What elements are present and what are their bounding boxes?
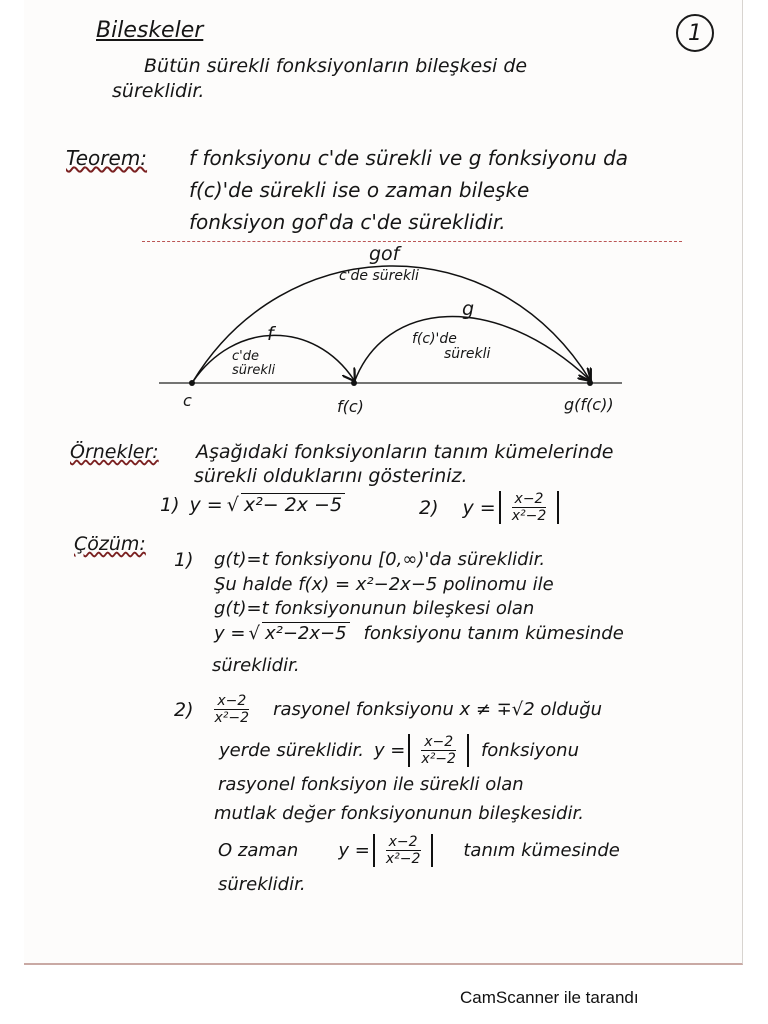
note-g-1: f(c)'de xyxy=(412,331,457,347)
example-1: 1) y = √x²− 2x −5 xyxy=(160,493,346,516)
note-g-2: sürekli xyxy=(444,346,491,362)
sqrt-icon: √ xyxy=(226,493,239,516)
solution-1-number: 1) xyxy=(174,549,194,571)
solution-1-line-5: süreklidir. xyxy=(212,655,300,676)
solution-2-line-5-rest: tanım kümesinde xyxy=(463,840,620,861)
frac-denominator: x²−2 xyxy=(385,851,421,867)
examples-label: Örnekler: xyxy=(70,441,159,463)
arc-gof xyxy=(191,265,590,384)
solution-1-line-3: g(t)=t fonksiyonunun bileşkesi olan xyxy=(214,598,535,619)
examples-line-1: Aşağıdaki fonksiyonların tanım kümelerin… xyxy=(196,441,614,463)
solution-1-radicand: x²−2x−5 xyxy=(261,622,350,644)
solution-2-line-6: süreklidir. xyxy=(218,874,306,895)
solution-2-denominator: x²−2 xyxy=(214,710,250,726)
solution-2-numerator: x−2 xyxy=(214,693,250,710)
example-2-number: 2) xyxy=(419,496,439,519)
note-f-1: c'de xyxy=(232,349,259,364)
intro-line-2: süreklidir. xyxy=(112,80,205,102)
example-2-numerator: x−2 xyxy=(511,491,547,508)
solution-2-line-5-a: O zaman xyxy=(218,840,299,861)
page-number: 1 xyxy=(676,14,714,52)
solution-2-line-1-rest: rasyonel fonksiyonu x ≠ ∓√2 olduğu xyxy=(273,699,603,720)
label-point-c: c xyxy=(183,391,192,410)
intro-line-1: Bütün sürekli fonksiyonların bileşkesi d… xyxy=(144,55,528,77)
label-f: f xyxy=(267,323,277,345)
example-1-lhs: y = xyxy=(189,493,223,516)
solution-1-line-1: g(t)=t fonksiyonu [0,∞)'da süreklidir. xyxy=(214,549,546,570)
solution-2-line-4: mutlak değer fonksiyonunun bileşkesidir. xyxy=(214,803,584,824)
point-c xyxy=(189,380,195,386)
solution-1-line-4: y = √x²−2x−5 fonksiyonu tanım kümesinde xyxy=(214,622,624,644)
point-gfc xyxy=(587,380,593,386)
label-point-gfc: g(f(c)) xyxy=(564,395,614,414)
scanned-page: Bileskeler 1 Bütün sürekli fonksiyonları… xyxy=(24,0,743,965)
label-point-fc: f(c) xyxy=(337,397,364,416)
sqrt-icon: √ xyxy=(248,622,260,644)
theorem-line-3: fonksiyon gof'da c'de süreklidir. xyxy=(189,210,506,234)
examples-line-2: sürekli olduklarını gösteriniz. xyxy=(194,465,468,487)
example-1-number: 1) xyxy=(160,493,180,516)
divider-dashed xyxy=(142,241,682,242)
composition-diagram: gof c'de sürekli f c'de sürekli g f(c)'d… xyxy=(159,243,622,416)
arc-g xyxy=(353,315,590,384)
frac-numerator: x−2 xyxy=(385,834,421,851)
note-gof: c'de sürekli xyxy=(339,268,419,284)
solution-2-line-3: rasyonel fonksiyon ile sürekli olan xyxy=(218,774,524,795)
point-fc xyxy=(351,380,357,386)
frac-numerator: x−2 xyxy=(421,734,457,751)
solution-2-number: 2) xyxy=(174,698,194,721)
theorem-line-2: f(c)'de sürekli ise o zaman bileşke xyxy=(189,178,530,202)
solution-1-line-2: Şu halde f(x) = x²−2x−5 polinomu ile xyxy=(214,574,554,595)
solution-1-line-4-rest: fonksiyonu tanım kümesinde xyxy=(363,622,624,644)
example-2-denominator: x²−2 xyxy=(511,508,547,524)
label-gof: gof xyxy=(369,243,403,265)
page-title: Bileskeler xyxy=(96,18,204,43)
solution-2-line-2-lhs: y = xyxy=(373,740,406,761)
scanner-footer: CamScanner ile tarandı xyxy=(460,988,639,1007)
solution-1-lhs: y = xyxy=(214,622,246,644)
arc-f xyxy=(191,334,354,384)
solution-2-line-2-rest: fonksiyonu xyxy=(480,740,579,761)
example-1-radicand: x²− 2x −5 xyxy=(240,493,346,516)
label-g: g xyxy=(462,298,474,320)
solution-2-line-2-a: yerde süreklidir. xyxy=(219,740,364,761)
note-f-2: sürekli xyxy=(232,363,275,378)
solution-label: Çözüm: xyxy=(74,533,146,555)
theorem-line-1: f fonksiyonu c'de sürekli ve g fonksiyon… xyxy=(189,146,629,170)
example-2-lhs: y = xyxy=(462,496,496,519)
frac-denominator: x²−2 xyxy=(421,751,456,767)
solution-2-line-5-lhs: y = xyxy=(338,840,370,861)
theorem-label: Teorem: xyxy=(66,146,148,170)
